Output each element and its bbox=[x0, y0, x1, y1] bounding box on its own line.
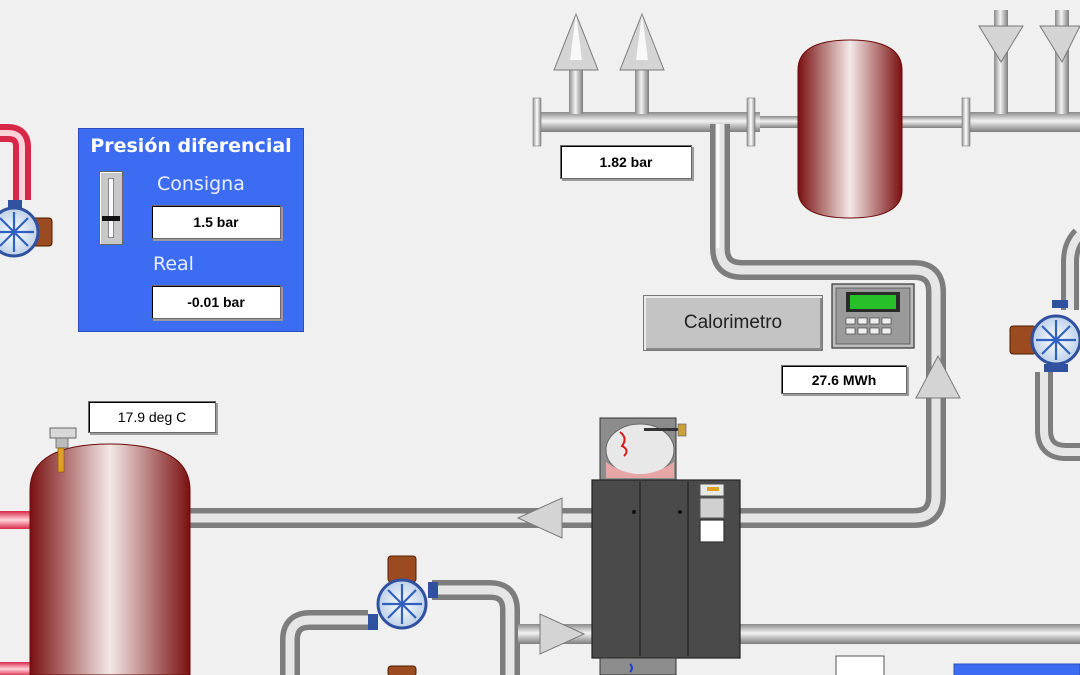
setpoint-field[interactable]: 1.5 bar bbox=[151, 205, 281, 239]
right-pump-pipe bbox=[1035, 228, 1080, 461]
calorimeter-device-icon[interactable] bbox=[831, 283, 915, 349]
partial-panel bbox=[953, 663, 1080, 675]
arrow-up-icon bbox=[619, 12, 665, 71]
real-value-display: -0.01 bar bbox=[151, 285, 281, 319]
arrow-left-icon bbox=[516, 497, 563, 539]
arrow-right-icon bbox=[539, 613, 586, 655]
tank-temperature-readout: 17.9 deg C bbox=[88, 401, 216, 433]
tank-icon bbox=[797, 39, 903, 219]
calorimeter-button[interactable]: Calorimetro bbox=[643, 295, 823, 351]
arrow-up-icon bbox=[915, 354, 961, 399]
pump-icon bbox=[1009, 300, 1080, 372]
top-header-pipe bbox=[532, 50, 1080, 147]
slider-groove bbox=[108, 178, 114, 238]
arrow-up-icon bbox=[553, 12, 599, 71]
partial-readout bbox=[835, 655, 885, 675]
pump-icon bbox=[387, 665, 417, 675]
supply-pipe bbox=[280, 580, 1080, 675]
pump-icon bbox=[368, 555, 438, 630]
energy-readout: 27.6 MWh bbox=[781, 365, 907, 394]
hot-pipes bbox=[0, 124, 32, 675]
boiler-icon bbox=[591, 417, 741, 675]
tank-icon bbox=[29, 443, 191, 675]
differential-pressure-panel: Presión diferencial Consigna 1.5 bar Rea… bbox=[78, 128, 304, 332]
panel-title: Presión diferencial bbox=[90, 135, 292, 157]
thermometer-icon bbox=[49, 427, 77, 473]
arrow-down-icon bbox=[978, 10, 1024, 63]
slider-thumb[interactable] bbox=[102, 216, 120, 221]
arrow-down-icon bbox=[1039, 10, 1080, 64]
header-pressure-readout: 1.82 bar bbox=[560, 145, 692, 179]
setpoint-slider[interactable] bbox=[99, 171, 123, 245]
return-pipe bbox=[190, 124, 946, 528]
setpoint-label: Consigna bbox=[157, 173, 245, 195]
real-label: Real bbox=[153, 253, 194, 275]
pump-icon bbox=[0, 200, 53, 258]
